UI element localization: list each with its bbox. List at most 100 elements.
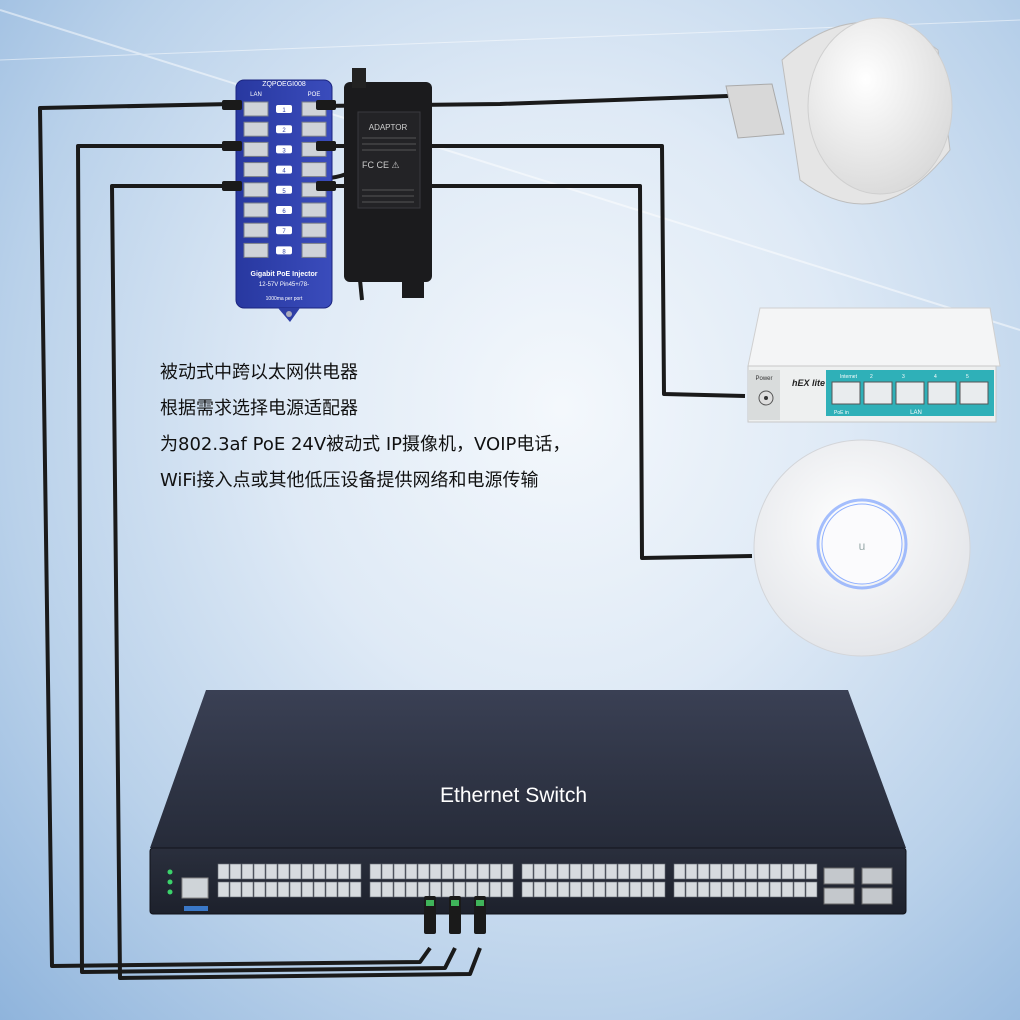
switch-port: [673, 881, 686, 898]
injector-port-number: 6: [282, 209, 286, 215]
injector-port-number: 8: [282, 249, 286, 255]
switch-port: [569, 863, 582, 880]
switch-port: [581, 863, 594, 880]
description-line-2: 根据需求选择电源适配器: [160, 398, 358, 419]
injector-port-badge: [276, 226, 292, 235]
injector-model: ZQPOEGI008: [262, 81, 306, 88]
switch-port: [465, 881, 478, 898]
switch-port: [653, 881, 666, 898]
switch-port: [685, 881, 698, 898]
router-port-number: 4: [934, 374, 937, 380]
switch-port: [697, 881, 710, 898]
switch-port: [441, 863, 454, 880]
switch-port: [349, 881, 362, 898]
cable-adaptor-power: [358, 279, 364, 301]
switch-port: [313, 881, 326, 898]
switch-port: [545, 863, 558, 880]
switch-port: [781, 881, 794, 898]
switch-port: [697, 863, 710, 880]
switch-port: [405, 863, 418, 880]
switch-port: [757, 863, 770, 880]
injector-port-number: 1: [282, 108, 286, 114]
injector-poe-port: [301, 162, 327, 178]
injector-port-number: 4: [282, 169, 286, 175]
switch-port: [289, 863, 302, 880]
injector-poe-port: [301, 121, 327, 137]
switch-port: [545, 881, 558, 898]
switch-port: [641, 881, 654, 898]
switch-port: [325, 863, 338, 880]
router-poe-in-label: PoE in: [834, 410, 849, 416]
access-point: u: [753, 439, 971, 657]
switch-port: [581, 881, 594, 898]
power-adaptor: ADAPTOR FC CE ⚠: [344, 68, 432, 298]
injector-port-number: 7: [282, 229, 286, 235]
cable-lan-1: [38, 102, 432, 968]
switch-port: [709, 863, 722, 880]
injector-lan-port: [243, 202, 269, 218]
switch-plugged-connectors: [424, 896, 486, 934]
switch-port: [629, 863, 642, 880]
cable-poe-5: [320, 184, 753, 560]
injector-port-number: 2: [282, 128, 286, 134]
switch-port: [229, 881, 242, 898]
switch-port: [429, 863, 442, 880]
switch-port: [405, 881, 418, 898]
injector-poe-port: [301, 222, 327, 238]
switch-port: [313, 863, 326, 880]
switch-port: [629, 881, 642, 898]
injector-port-badge: [276, 165, 292, 174]
switch-port: [557, 863, 570, 880]
router-brand: hEX lite: [792, 378, 825, 388]
ethernet-switch: [149, 690, 907, 934]
router-power-label: Power: [755, 376, 772, 382]
switch-port: [369, 863, 382, 880]
switch-port: [241, 863, 254, 880]
switch-port: [769, 863, 782, 880]
switch-port: [709, 881, 722, 898]
switch-port: [745, 863, 758, 880]
switch-port: [521, 863, 534, 880]
injector-poe-port: [301, 202, 327, 218]
switch-port: [617, 863, 630, 880]
switch-port: [501, 881, 514, 898]
switch-port: [465, 863, 478, 880]
switch-port: [301, 863, 314, 880]
switch-port: [805, 863, 818, 880]
injector-port-badge: [276, 185, 292, 194]
switch-port: [265, 863, 278, 880]
router-ethernet-port: [927, 381, 957, 405]
router-ports: [831, 381, 989, 405]
switch-port: [769, 881, 782, 898]
switch-port: [805, 881, 818, 898]
switch-port: [489, 881, 502, 898]
switch-port: [593, 881, 606, 898]
switch-port: [489, 863, 502, 880]
switch-port: [605, 863, 618, 880]
switch-port: [685, 863, 698, 880]
switch-port: [253, 881, 266, 898]
console-port: [181, 877, 209, 899]
description-line-3: 为802.3af PoE 24V被动式 IP摄像机，VOIP电话，: [160, 434, 571, 455]
injector-lan-port: [243, 182, 269, 198]
switch-label: Ethernet Switch: [440, 784, 588, 807]
switch-port-banks: [217, 863, 818, 898]
sfp-ports: [823, 867, 893, 905]
switch-port: [381, 863, 394, 880]
injector-port-badge: [276, 105, 292, 113]
switch-port: [393, 881, 406, 898]
switch-port: [277, 863, 290, 880]
svg-text:u: u: [859, 539, 866, 553]
injector-poe-label: POE: [308, 92, 321, 98]
switch-port: [605, 881, 618, 898]
injector-rate: 1000ma per port: [266, 296, 303, 302]
injector-lan-port: [243, 222, 269, 238]
switch-port: [757, 881, 770, 898]
adaptor-label: ADAPTOR: [369, 123, 408, 132]
switch-port: [381, 881, 394, 898]
router-ethernet-port: [863, 381, 893, 405]
injector-lan-port: [243, 121, 269, 137]
switch-port: [793, 881, 806, 898]
router-ethernet-port: [831, 381, 861, 405]
injector-title: Gigabit PoE Injector: [251, 271, 318, 278]
